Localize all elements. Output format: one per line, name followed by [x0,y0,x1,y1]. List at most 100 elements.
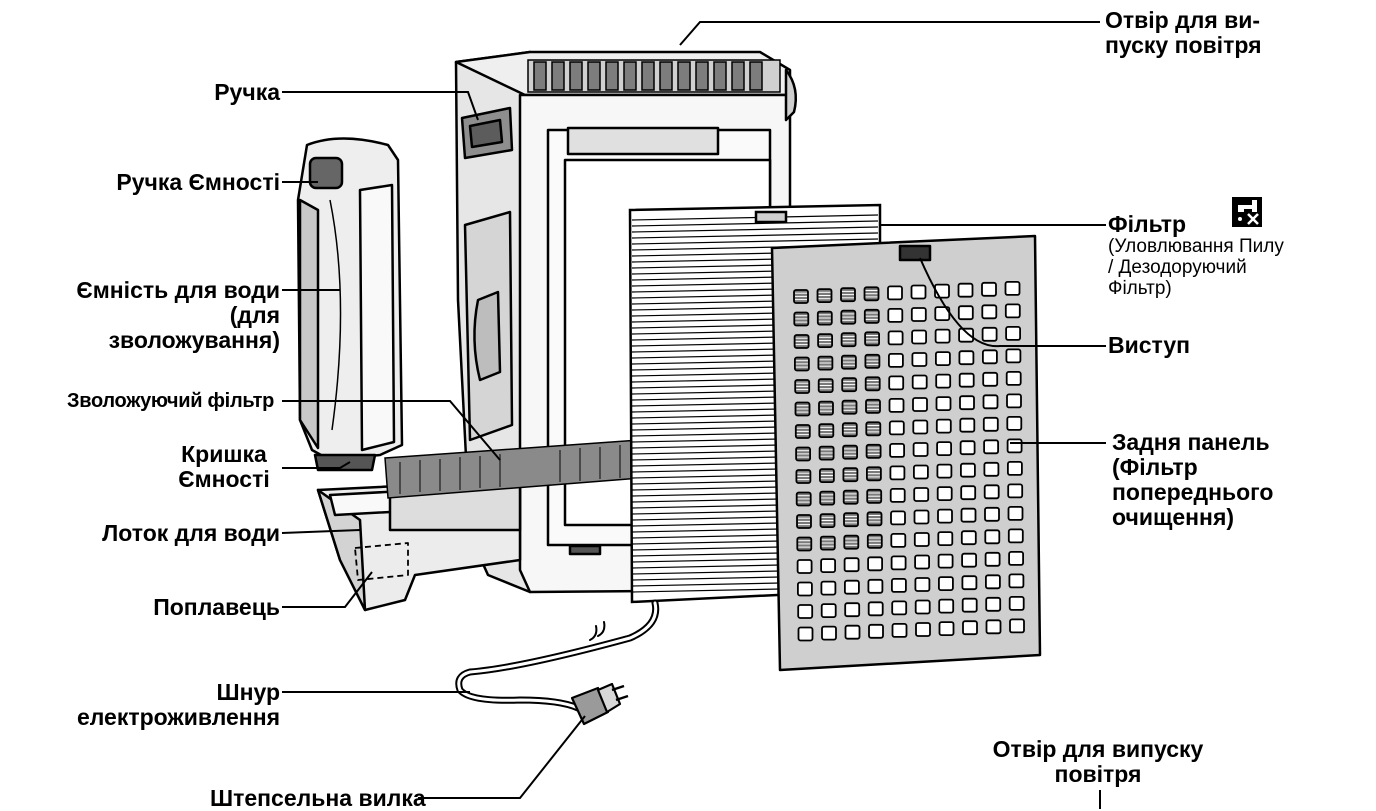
filter-description: (Уловлювання Пилу / Дезодоруючий Фільтр) [1108,236,1284,299]
panel-hole [1007,460,1023,476]
panel-hole [915,622,931,637]
panel-hole [1005,370,1022,386]
panel-hole [937,553,954,569]
panel-hole [938,576,954,591]
tab-label: Виступ [1108,332,1191,358]
water-tank-line2: (для [229,302,280,328]
panel-hole [797,581,813,597]
filter-desc-line1: (Уловлювання Пилу [1108,236,1284,257]
leader-lines [281,21,1106,809]
panel-hole [914,554,930,570]
panel-hole [1008,551,1024,566]
panel-hole [887,285,903,301]
panel-hole [1004,303,1021,319]
panel-hole [889,487,906,503]
panel-hole [983,461,1000,477]
power-cord-label: Шнур електроживлення [77,680,280,730]
water-tank-line3: зволожування) [108,327,280,353]
panel-hole [958,372,975,388]
panel-hole [913,532,930,547]
panel-hole [960,507,977,523]
tank-cap-line2: Ємності [178,466,270,492]
panel-hole [891,623,908,638]
panel-hole [844,624,861,640]
panel-hole [984,506,1000,522]
panel-hole [1006,438,1023,454]
back-panel-label: Задня панель (Фільтр попереднього очищен… [1112,430,1273,530]
panel-hole [888,397,905,413]
panel-hole [911,329,927,345]
back-panel-line3: попереднього [1112,479,1274,505]
panel-hole [912,442,929,457]
panel-hole [912,419,929,435]
panel-hole [1006,415,1023,431]
panel-hole [959,417,976,433]
panel-hole [984,551,1001,567]
panel-hole [934,328,951,344]
outlet-grille [527,59,781,93]
panel-hole [982,394,999,410]
outlet-top-line2: пуску повітря [1105,32,1262,58]
panel-hole [935,396,952,412]
panel-hole [914,599,931,615]
panel-hole [820,558,836,573]
outlet-bottom-line2: повітря [1054,761,1142,787]
panel-hole [1005,325,1021,341]
panel-hole [936,486,953,502]
no-water-wash-icon [1232,197,1262,227]
panel-hole [1007,528,1024,544]
panel-hole [796,559,813,574]
outlet-bottom-label: Отвір для випуску повітря [938,737,1258,787]
panel-hole [821,625,837,641]
panel-hole [887,330,904,346]
handle-label: Ручка [214,79,280,105]
panel-hole [888,352,904,368]
panel-hole [936,463,953,479]
panel-hole [1005,348,1022,364]
power-cord-line2: електроживлення [76,704,280,730]
panel-hole [960,485,977,501]
panel-hole [797,604,814,619]
panel-hole [981,326,998,342]
panel-hole [983,439,999,455]
panel-hole [981,304,998,320]
panel-hole [1007,483,1024,499]
panel-hole [913,487,930,502]
tank-cap-line1: Кришка [181,441,267,467]
panel-hole [982,416,999,432]
filter-desc-line3: Фільтр) [1108,278,1172,299]
panel-hole [910,307,927,322]
panel-hole [961,552,977,568]
panel-hole [960,462,976,478]
power-cord [455,599,660,712]
tank-handle-label: Ручка Ємності [116,169,280,195]
filter-pleat [631,232,879,239]
panel-hole [959,395,975,411]
panel-hole [982,371,999,387]
panel-hole [867,601,884,617]
filter-label: Фільтр [1108,212,1186,237]
panel-hole [1007,505,1024,521]
panel-hole [820,580,837,596]
tank-cap-label: Кришка Ємності [162,442,286,492]
panel-hole [936,441,952,457]
panel-hole [935,351,951,367]
float-label: Поплавець [153,594,280,620]
panel-hole [890,555,907,571]
panel-hole [985,574,1001,590]
panel-hole [844,602,861,618]
panel-hole [891,600,908,616]
panel-hole [911,374,928,390]
panel-hole [985,596,1002,612]
filter-pleat [631,238,879,245]
panel-hole [984,529,1001,545]
panel-hole [982,349,998,365]
panel-hole [797,626,814,642]
panel-hole [961,575,978,591]
panel-hole [844,579,860,595]
plug [570,682,629,726]
panel-hole [843,557,860,573]
panel-hole [889,465,906,481]
panel-hole [962,620,978,636]
